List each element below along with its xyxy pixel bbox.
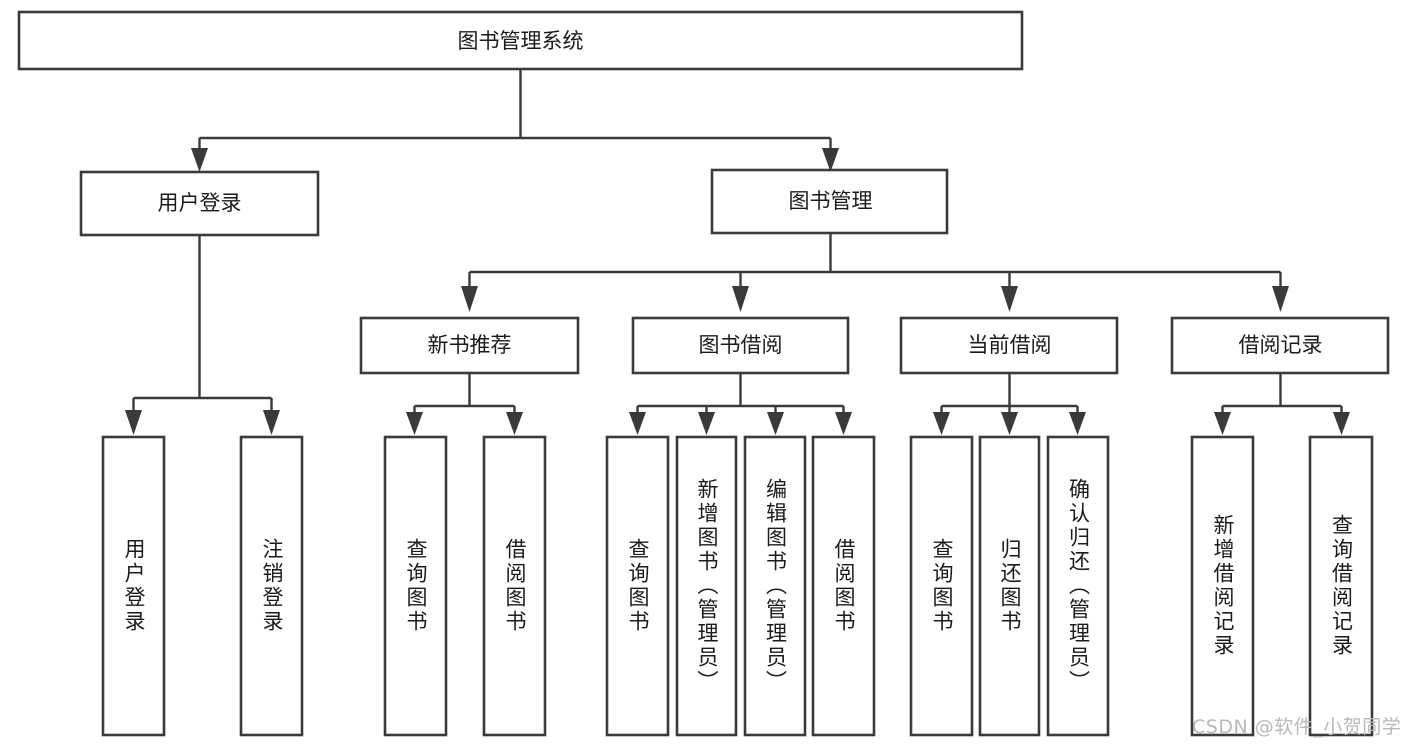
arrow-head-leaf-add-record bbox=[1214, 412, 1231, 435]
connector-group-currentborrow bbox=[933, 373, 1086, 435]
arrow-head-borrowrecord bbox=[1272, 286, 1289, 312]
node-box-leaf-query-book-3[interactable] bbox=[909, 435, 974, 737]
node-label-book-borrow: 图书借阅 bbox=[699, 333, 783, 357]
arrow-head-bookborrow bbox=[732, 286, 749, 312]
arrow-head-leaf-add-book bbox=[698, 412, 715, 435]
arrow-head-leaf-user-login bbox=[125, 410, 142, 435]
node-label-new-book-rec: 新书推荐 bbox=[428, 333, 512, 357]
connector-group-borrowrecord bbox=[1214, 373, 1350, 435]
node-box-leaf-add-book[interactable] bbox=[675, 435, 738, 737]
node-box-leaf-borrow-book-2[interactable] bbox=[811, 435, 876, 737]
arrow-head-bookmanage bbox=[822, 148, 839, 172]
watermark-text: CSDN @软件_小贺同学 bbox=[1192, 716, 1402, 738]
node-box-current-borrow[interactable] bbox=[899, 316, 1119, 375]
arrow-head-leaf-query-book-1 bbox=[406, 412, 423, 435]
node-label-user-login: 用户登录 bbox=[158, 191, 242, 215]
node-box-leaf-return-book[interactable] bbox=[978, 435, 1041, 737]
node-box-new-book-rec[interactable] bbox=[359, 316, 580, 375]
node-label-current-borrow: 当前借阅 bbox=[968, 333, 1052, 357]
node-label-root: 图书管理系统 bbox=[458, 29, 584, 53]
arrow-head-leaf-borrow-book-2 bbox=[835, 412, 852, 435]
arrow-head-newbook bbox=[461, 286, 478, 312]
node-box-leaf-add-record[interactable] bbox=[1190, 435, 1255, 737]
node-box-root[interactable] bbox=[17, 10, 1024, 71]
connector-group-userlogin bbox=[125, 235, 280, 435]
arrow-head-leaf-query-book-2 bbox=[629, 412, 646, 435]
arrow-head-leaf-logout-login bbox=[263, 410, 280, 435]
arrow-head-leaf-edit-book bbox=[767, 412, 784, 435]
node-box-book-manage[interactable] bbox=[710, 168, 949, 235]
node-box-user-login[interactable] bbox=[79, 170, 320, 237]
arrow-head-leaf-query-book-3 bbox=[933, 412, 950, 435]
arrow-head-leaf-query-record bbox=[1333, 412, 1350, 435]
connector-group-newbook bbox=[406, 373, 523, 435]
connector-group-bookmanage bbox=[461, 233, 1289, 312]
connector-group-root bbox=[191, 69, 839, 172]
node-box-leaf-query-record[interactable] bbox=[1308, 435, 1374, 737]
node-box-leaf-query-book-1[interactable] bbox=[383, 435, 448, 737]
node-box-leaf-query-book-2[interactable] bbox=[605, 435, 670, 737]
arrow-head-leaf-borrow-book-1 bbox=[506, 412, 523, 435]
node-box-leaf-confirm-return[interactable] bbox=[1046, 435, 1110, 737]
node-box-leaf-borrow-book-1[interactable] bbox=[482, 435, 547, 737]
node-label-borrow-record: 借阅记录 bbox=[1239, 333, 1323, 357]
arrow-head-leaf-confirm-return bbox=[1069, 412, 1086, 435]
arrow-head-userlogin bbox=[191, 148, 208, 172]
node-box-borrow-record[interactable] bbox=[1170, 316, 1390, 375]
arrow-head-currentborrow bbox=[1001, 286, 1018, 312]
node-box-leaf-edit-book[interactable] bbox=[743, 435, 807, 737]
node-label-book-manage: 图书管理 bbox=[789, 189, 873, 213]
node-box-book-borrow[interactable] bbox=[631, 316, 850, 375]
arrow-head-leaf-return-book bbox=[1001, 412, 1018, 435]
node-box-leaf-logout-login[interactable] bbox=[239, 435, 304, 737]
node-box-leaf-user-login[interactable] bbox=[101, 435, 166, 737]
connector-group-bookborrow bbox=[629, 373, 852, 435]
